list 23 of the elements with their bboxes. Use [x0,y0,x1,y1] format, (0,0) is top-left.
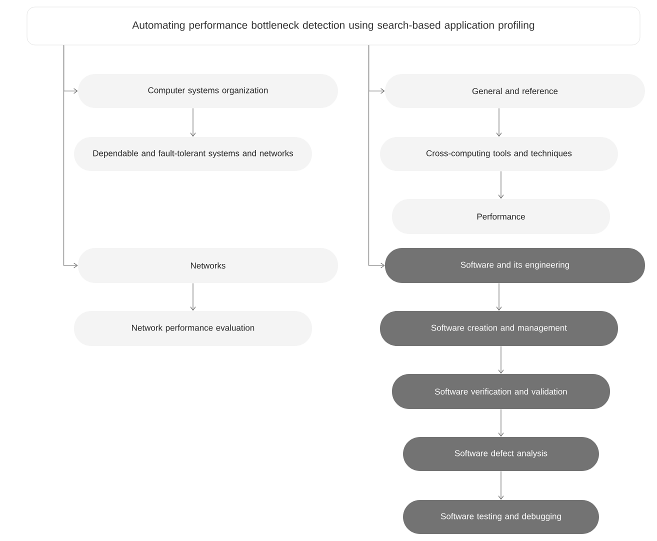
category-box: Software verification and validation [392,374,610,409]
arrow [498,408,504,437]
category-box: Dependable and fault-tolerant systems and networks [74,137,312,171]
arrow [64,44,78,268]
category-box: Cross-computing tools and techniques [380,137,618,171]
category-box: Performance [392,199,610,234]
category-box: Software defect analysis [403,437,599,471]
category-box: Computer systems organization [78,74,338,108]
arrow [498,170,504,199]
category-box: General and reference [385,74,645,108]
category-box: Software and its engineering [385,248,645,283]
arrow [190,108,196,137]
arrow [498,346,504,374]
category-box: Networks [78,248,338,283]
arrow [498,470,504,500]
title-box: Automating performance bottleneck detection using search-based application profiling [26,6,640,46]
arrow [496,282,502,311]
arrow [496,108,502,137]
category-box: Software testing and debugging [403,500,599,534]
category-box: Software creation and management [380,311,618,346]
arrow [368,44,385,268]
category-box: Network performance evaluation [74,311,312,346]
arrow [190,282,196,311]
